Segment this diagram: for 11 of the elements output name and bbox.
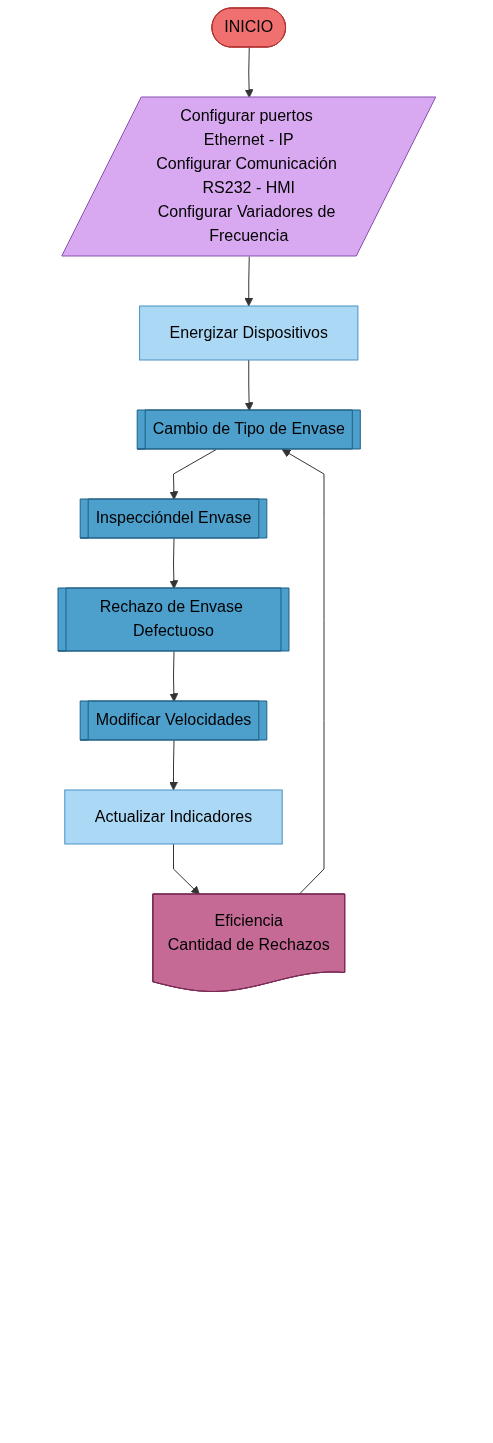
arrow bbox=[244, 47, 254, 98]
arrow bbox=[169, 538, 178, 589]
arrow bbox=[172, 843, 200, 895]
arrow bbox=[244, 359, 254, 411]
node-box: Actualizar Indicadores bbox=[63, 789, 283, 845]
arrow bbox=[281, 449, 325, 895]
arrow bbox=[168, 740, 178, 791]
node-box: Energizar Dispositivos bbox=[138, 305, 358, 361]
arrow bbox=[169, 449, 217, 500]
arrow bbox=[169, 651, 178, 702]
arrow bbox=[244, 256, 253, 307]
